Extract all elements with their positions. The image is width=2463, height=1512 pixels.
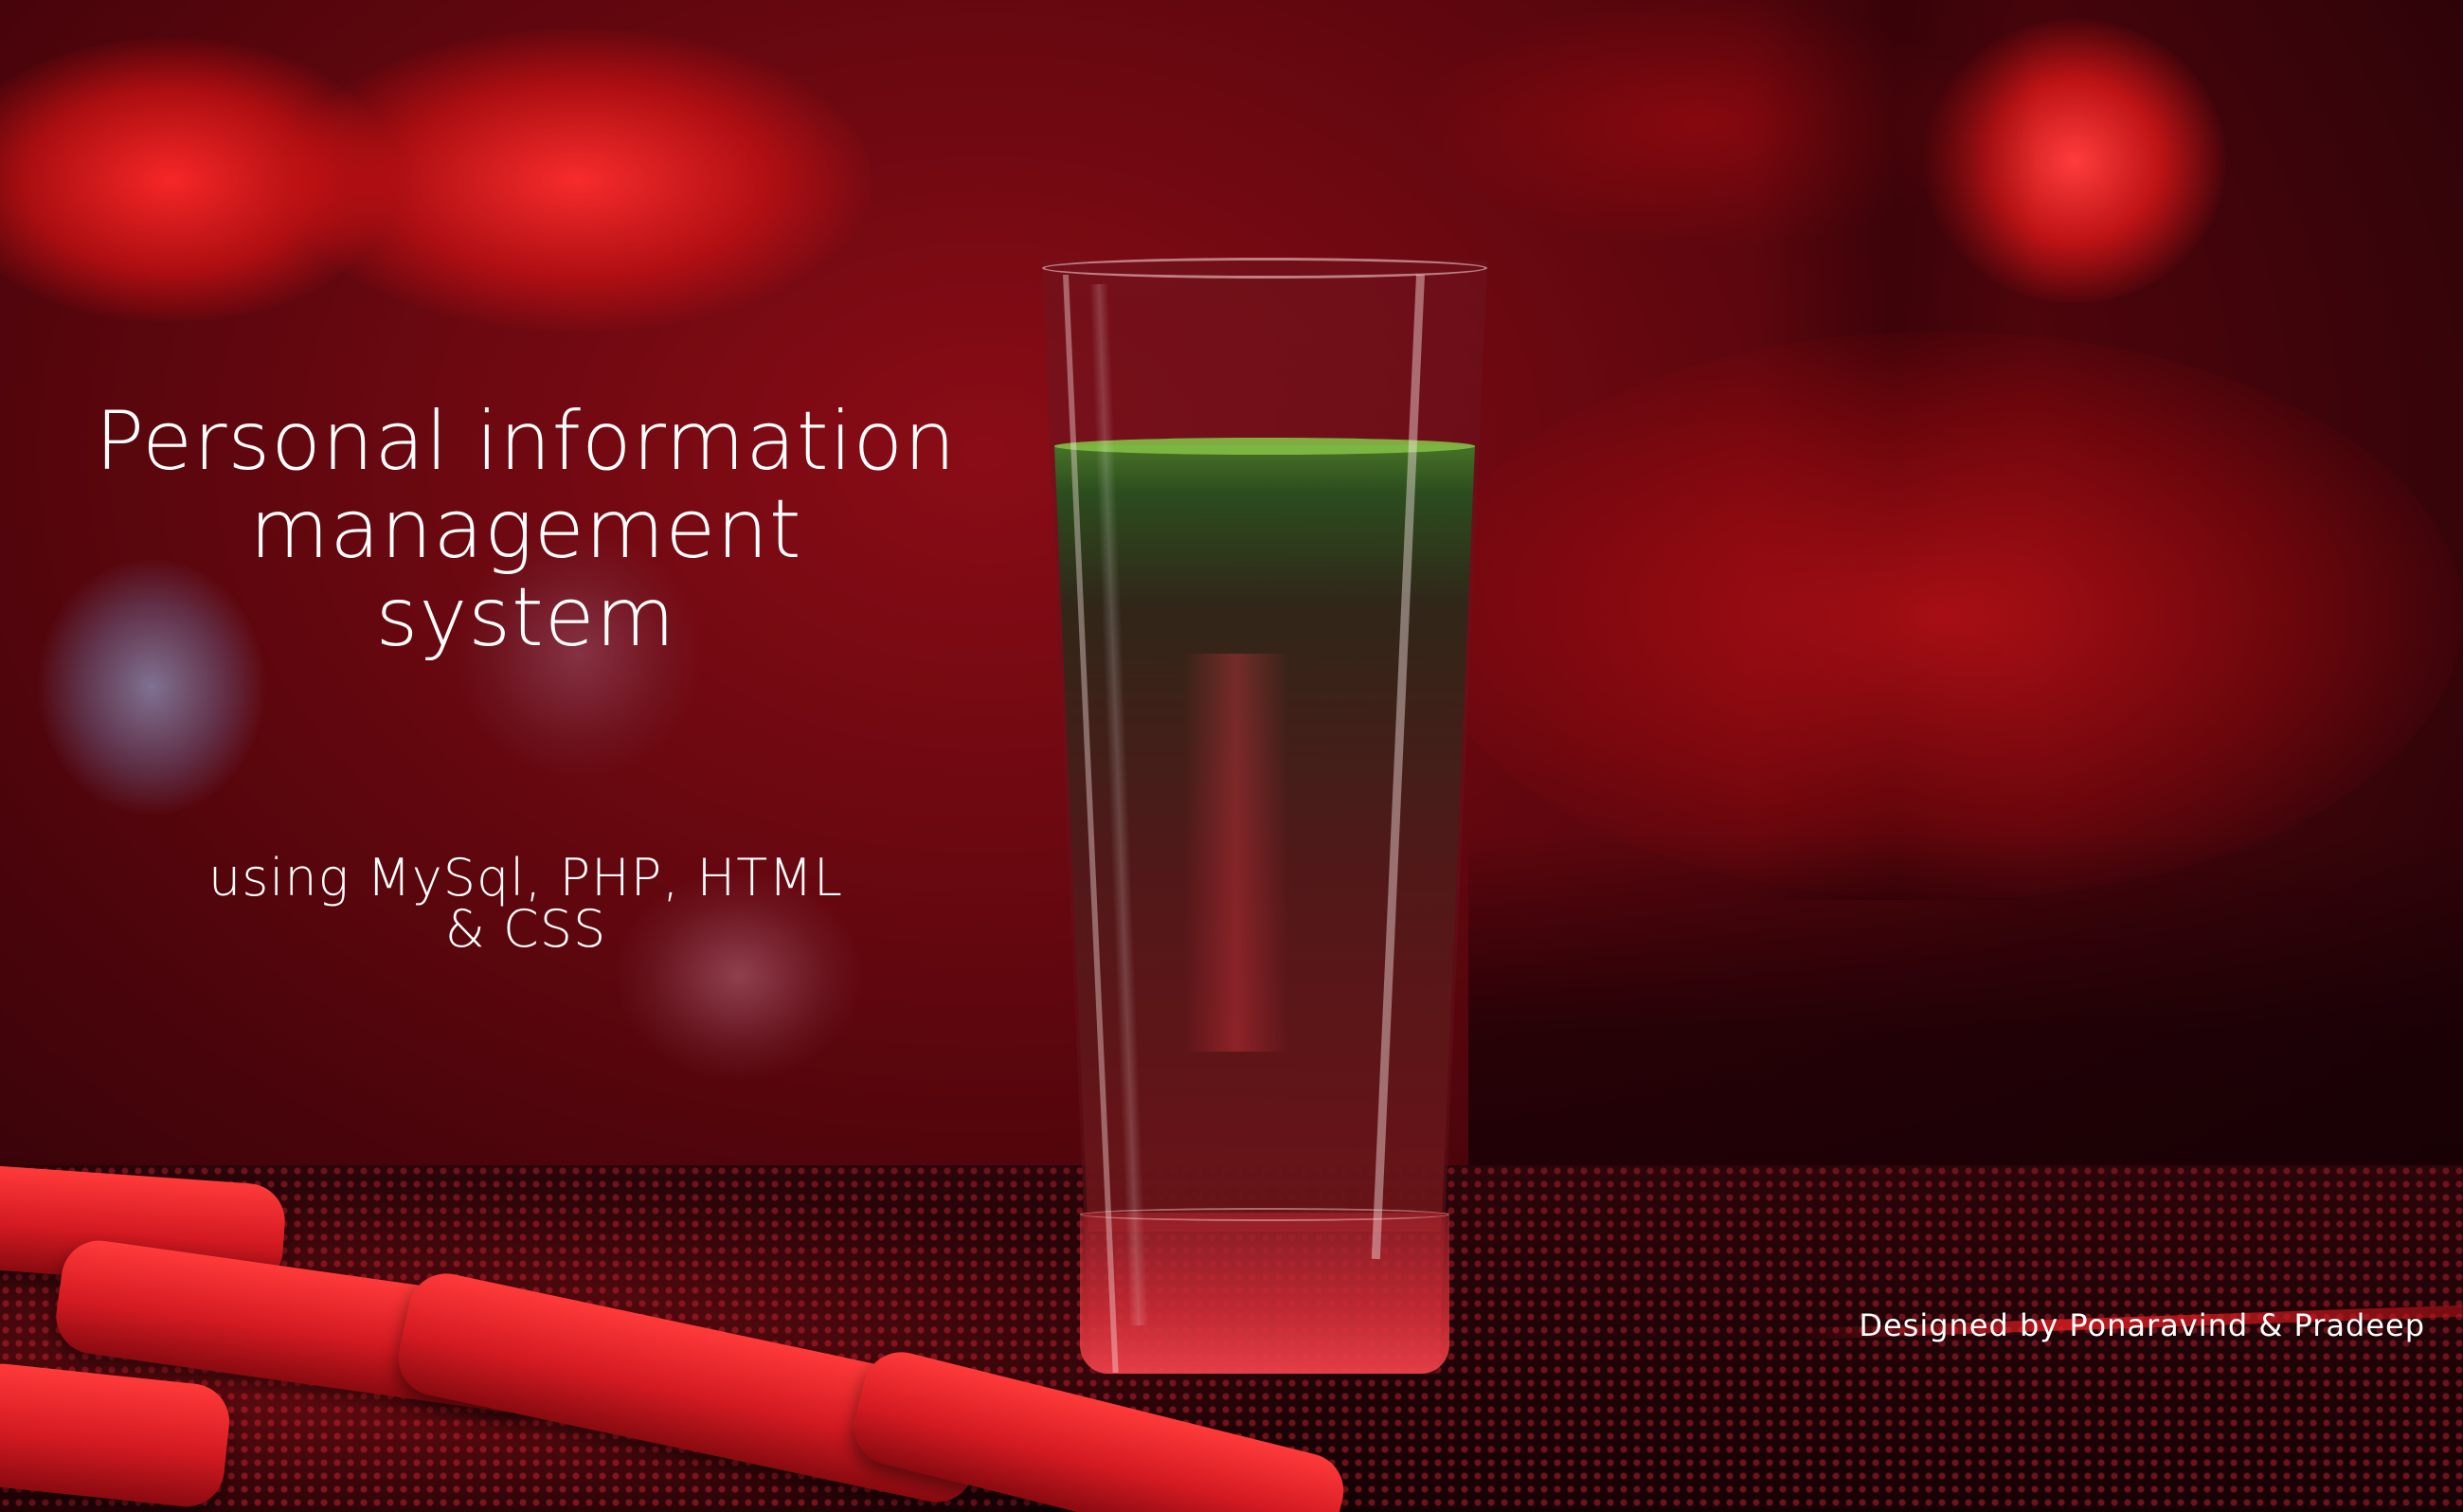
bokeh-light-blue: [38, 559, 265, 815]
bokeh-light: [284, 28, 872, 332]
subtitle-line-1: using MySql, PHP, HTML: [208, 848, 843, 908]
bokeh-light: [1421, 0, 1989, 246]
glass-reflection: [1184, 654, 1288, 1052]
title-line-2: management: [249, 481, 802, 577]
glass-liquid: [1054, 445, 1475, 1232]
bokeh-light: [1923, 19, 2226, 303]
bokeh-light: [455, 531, 701, 777]
bokeh-light: [616, 872, 862, 1080]
liquid-surface: [1054, 438, 1475, 455]
subtitle-line-2: & CSS: [444, 899, 607, 959]
shot-glass-base-rim: [1080, 1208, 1449, 1221]
bokeh-light: [1421, 332, 2463, 900]
shot-glass-rim: [1042, 258, 1487, 279]
designer-credit: Designed by Ponaravind & Pradeep: [1859, 1307, 2425, 1343]
title-line-3: system: [375, 569, 676, 665]
subtitle: using MySql, PHP, HTML & CSS: [142, 853, 909, 955]
title-line-1: Personal information: [95, 394, 957, 489]
shot-glass-base: [1080, 1213, 1449, 1374]
page-title: Personal information management system: [47, 398, 1004, 662]
